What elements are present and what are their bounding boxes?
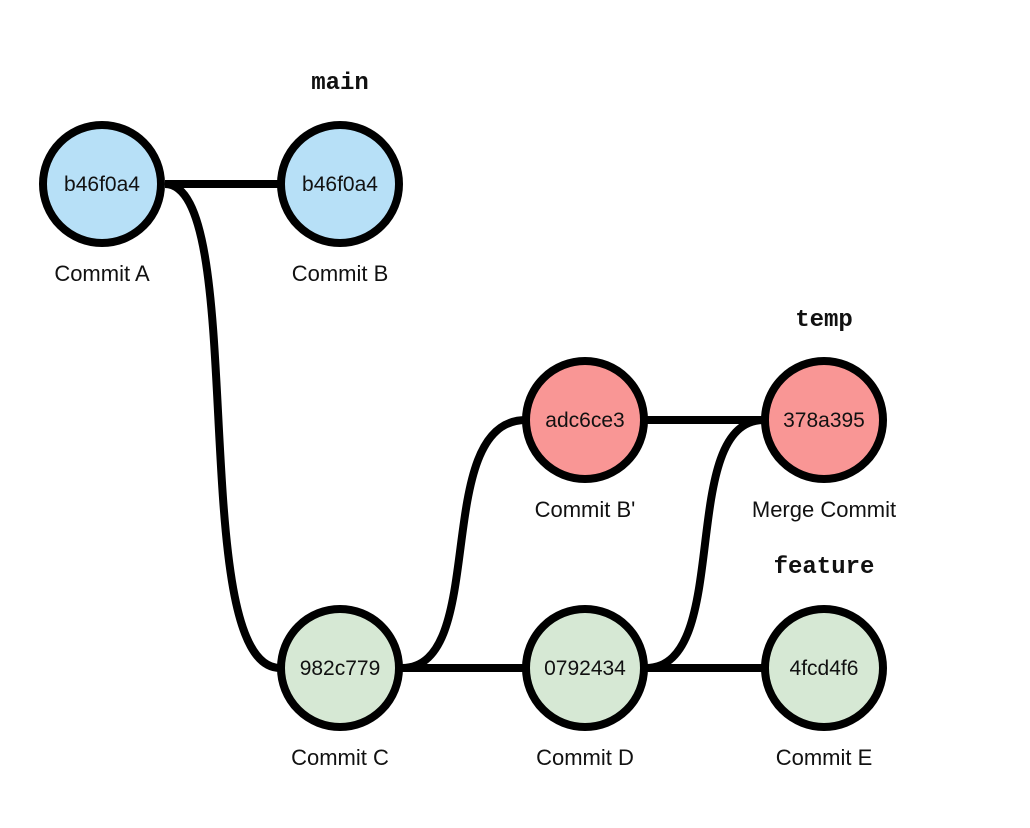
commit-hash-d: 0792434 — [544, 657, 626, 680]
commit-label-bprime: Commit B' — [535, 497, 636, 522]
commit-circle-bprime — [522, 357, 648, 483]
commit-node-merge[interactable]: 378a395 Merge Commit — [752, 357, 896, 522]
commit-node-bprime[interactable]: adc6ce3 Commit B' — [522, 357, 648, 522]
branch-label-temp: temp — [795, 307, 853, 334]
commit-circle-d — [522, 605, 648, 731]
commit-hash-c: 982c779 — [300, 657, 381, 680]
commit-label-merge: Merge Commit — [752, 497, 896, 522]
edges — [164, 180, 765, 672]
commit-hash-e: 4fcd4f6 — [790, 657, 859, 680]
commit-label-d: Commit D — [536, 745, 634, 770]
commit-node-c[interactable]: 982c779 Commit C — [277, 605, 403, 770]
commit-label-b: Commit B — [292, 261, 389, 286]
edge-c-bprime — [401, 416, 527, 672]
commit-label-a: Commit A — [54, 261, 150, 286]
commit-hash-b: b46f0a4 — [302, 173, 378, 196]
commit-circle-a — [39, 121, 165, 247]
commit-circle-e — [761, 605, 887, 731]
commit-label-e: Commit E — [776, 745, 873, 770]
commit-node-d[interactable]: 0792434 Commit D — [522, 605, 648, 770]
commit-hash-a: b46f0a4 — [64, 173, 140, 196]
commit-node-e[interactable]: 4fcd4f6 Commit E — [761, 605, 887, 770]
branch-label-feature: feature — [774, 554, 875, 581]
edge-d-merge — [645, 416, 765, 672]
branch-label-main: main — [311, 70, 369, 97]
commit-circle-c — [277, 605, 403, 731]
commit-node-a[interactable]: b46f0a4 Commit A — [39, 121, 165, 286]
edge-a-c — [164, 180, 281, 672]
commit-circle-b — [277, 121, 403, 247]
commit-hash-merge: 378a395 — [783, 409, 865, 432]
commit-hash-bprime: adc6ce3 — [545, 409, 624, 432]
commit-node-b[interactable]: b46f0a4 Commit B — [277, 121, 403, 286]
commit-circle-merge — [761, 357, 887, 483]
commit-label-c: Commit C — [291, 745, 389, 770]
